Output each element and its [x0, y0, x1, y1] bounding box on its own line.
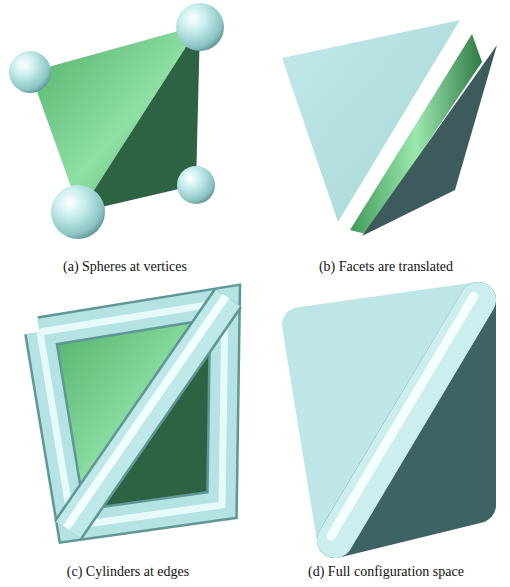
panel-caption: (d) Full configuration space — [308, 564, 464, 581]
vertex-sphere — [176, 3, 224, 51]
vertex-sphere — [9, 51, 51, 93]
panel-caption: (b) Facets are translated — [319, 259, 453, 276]
rounded-side — [335, 300, 478, 540]
vertex-sphere — [177, 166, 215, 204]
configuration-space-solid — [300, 296, 478, 540]
edge-highlight — [331, 296, 474, 536]
edge-cylinders — [40, 296, 228, 530]
rounded-edge — [335, 300, 478, 540]
tetrahedron-spheres — [9, 3, 224, 239]
cylinder-highlight — [66, 296, 226, 528]
translated-facet — [362, 45, 497, 236]
front-facet — [30, 25, 200, 212]
panel-caption: (a) Spheres at vertices — [63, 259, 187, 276]
translated-facets — [282, 20, 497, 236]
panel-caption: (c) Cylinders at edges — [67, 564, 189, 581]
vertex-sphere — [51, 185, 105, 239]
